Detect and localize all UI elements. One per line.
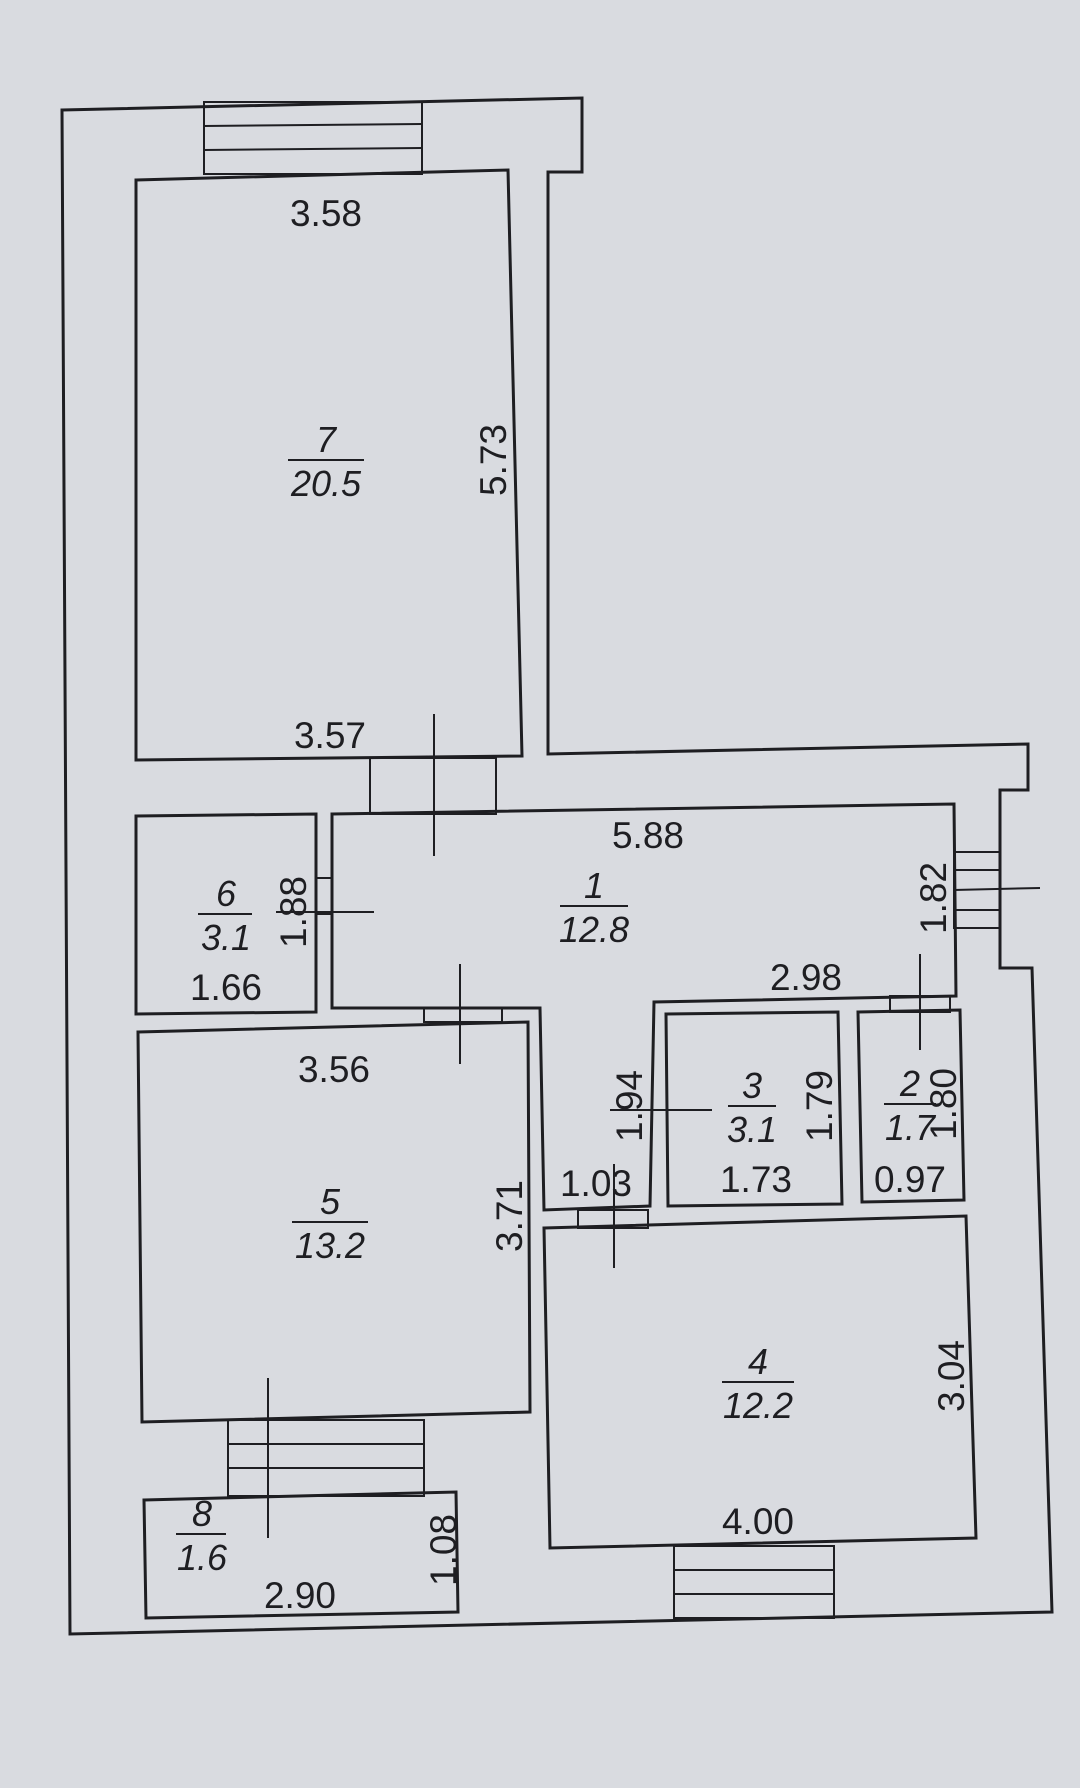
room-8-outline (142, 1490, 460, 1620)
room-2-number: 2 (899, 1063, 920, 1104)
room-7-area: 20.5 (290, 463, 362, 504)
dim-r3-right: 1.79 (799, 1070, 840, 1142)
dim-r3-bottom: 1.73 (720, 1159, 792, 1200)
dim-r7-right: 5.73 (473, 424, 514, 496)
dim-r7-bottom: 3.57 (294, 715, 366, 756)
room-1-area: 12.8 (559, 909, 629, 950)
dim-r7-top: 3.58 (290, 193, 362, 234)
dim-r5-right: 3.71 (489, 1180, 530, 1252)
room-5-area: 13.2 (295, 1225, 365, 1266)
window-room-5 (227, 1378, 425, 1538)
dim-passage: 1.03 (560, 1163, 632, 1204)
room-2-outline (856, 1008, 966, 1204)
door-1-4 (577, 1164, 649, 1268)
window-room-4 (673, 1545, 835, 1619)
room-7-number: 7 (316, 419, 338, 460)
outer-wall (60, 96, 1054, 1636)
dim-r2-side: 1.80 (923, 1068, 964, 1140)
dim-r5-top: 3.56 (298, 1049, 370, 1090)
room-6-area: 3.1 (201, 917, 251, 958)
dim-r2-bottom: 0.97 (874, 1159, 946, 1200)
window-top (203, 101, 423, 175)
door-6-1 (276, 877, 374, 915)
door-7-1 (369, 714, 497, 856)
dim-r8-bottom: 2.90 (264, 1575, 336, 1616)
room-8-area: 1.6 (177, 1537, 228, 1578)
room-2-area: 1.7 (885, 1107, 937, 1148)
dim-r3-left: 1.94 (609, 1070, 650, 1142)
room-1-number: 1 (584, 865, 604, 906)
room-6-number: 6 (216, 873, 237, 914)
door-1-5 (423, 964, 503, 1064)
door-room-2 (889, 954, 951, 1050)
room-5-number: 5 (320, 1181, 341, 1222)
dim-r8-side: 1.08 (423, 1514, 464, 1586)
room-3-number: 3 (742, 1065, 762, 1106)
room-3-area: 3.1 (727, 1109, 777, 1150)
room-3-outline (664, 1010, 844, 1208)
room-4-area: 12.2 (723, 1385, 793, 1426)
room-8-number: 8 (192, 1493, 212, 1534)
room-4-number: 4 (748, 1341, 768, 1382)
dim-corridor-top: 2.98 (770, 957, 842, 998)
dim-r4-right: 3.04 (931, 1340, 972, 1412)
dim-r1-top: 5.88 (612, 815, 684, 856)
dim-r6-bottom: 1.66 (190, 967, 262, 1008)
dim-r4-bottom: 4.00 (722, 1501, 794, 1542)
room-6-outline (134, 812, 318, 1016)
dim-r1-right: 1.82 (913, 862, 954, 934)
room-5-outline (136, 1020, 532, 1424)
dim-r6-side: 1.88 (273, 876, 314, 948)
entrance-door (953, 851, 1041, 929)
room-4-outline (542, 1214, 978, 1550)
